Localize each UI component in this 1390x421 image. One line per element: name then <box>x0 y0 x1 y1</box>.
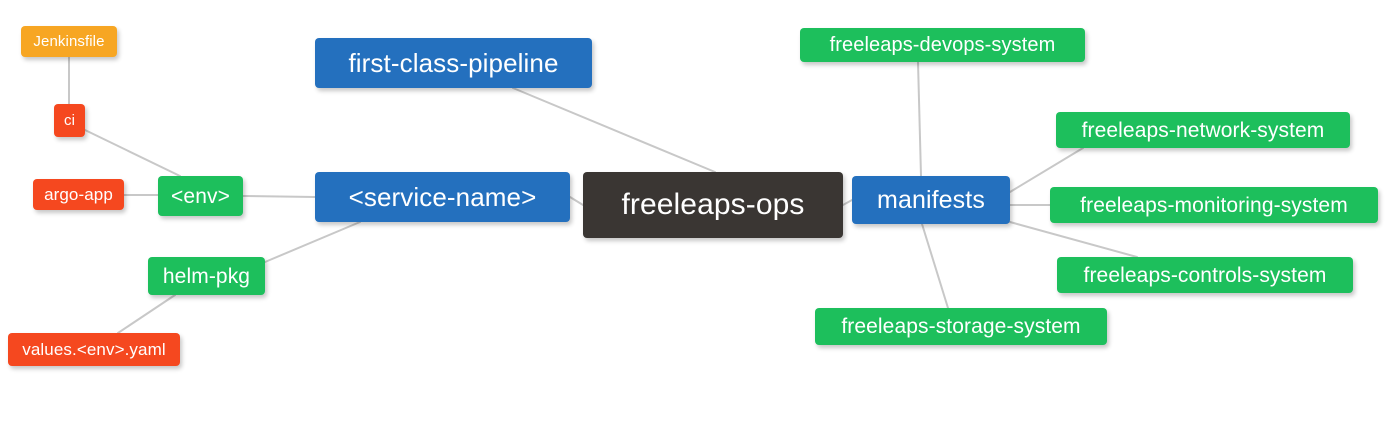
mindmap-node-first-class-pipeline[interactable]: first-class-pipeline <box>315 38 592 88</box>
mindmap-node-label: first-class-pipeline <box>348 48 559 78</box>
mindmap-node-values-env-yaml[interactable]: values.<env>.yaml <box>8 333 180 366</box>
edge-service-name-to-helm-pkg <box>264 221 361 263</box>
mindmap-node-label: freeleaps-controls-system <box>1083 263 1327 287</box>
mindmap-node-label: manifests <box>877 185 985 214</box>
mindmap-node-env[interactable]: <env> <box>158 176 243 216</box>
edge-manifests-to-freeleaps-devops-system <box>917 61 922 177</box>
edge-manifests-to-freeleaps-storage-system <box>921 223 949 309</box>
edge-manifests-to-freeleaps-controls-system <box>1009 221 1138 258</box>
mindmap-node-label: <service-name> <box>348 182 537 212</box>
mindmap-node-label: ci <box>63 112 76 129</box>
mindmap-node-freeleaps-controls-system[interactable]: freeleaps-controls-system <box>1057 257 1353 293</box>
mindmap-node-manifests[interactable]: manifests <box>852 176 1010 224</box>
mindmap-node-label: freeleaps-ops <box>621 188 805 221</box>
mindmap-node-service-name[interactable]: <service-name> <box>315 172 570 222</box>
mindmap-node-ci[interactable]: ci <box>54 104 85 137</box>
edge-helm-pkg-to-values-env-yaml <box>117 294 176 334</box>
edge-service-name-to-env <box>242 195 316 198</box>
mindmap-node-freeleaps-monitoring-system[interactable]: freeleaps-monitoring-system <box>1050 187 1378 223</box>
edge-manifests-to-freeleaps-network-system <box>1009 147 1084 193</box>
mindmap-node-argo-app[interactable]: argo-app <box>33 179 124 210</box>
mindmap-node-label: <env> <box>171 184 230 208</box>
edge-freeleaps-ops-to-manifests <box>842 199 853 206</box>
mindmap-node-label: argo-app <box>44 185 113 204</box>
mindmap-node-label: freeleaps-devops-system <box>829 34 1056 56</box>
mindmap-node-label: freeleaps-network-system <box>1081 118 1325 142</box>
edge-freeleaps-ops-to-first-class-pipeline <box>512 87 716 173</box>
mindmap-node-freeleaps-network-system[interactable]: freeleaps-network-system <box>1056 112 1350 148</box>
mindmap-node-label: freeleaps-storage-system <box>841 315 1081 338</box>
mindmap-node-label: Jenkinsfile <box>33 33 105 50</box>
edge-env-to-ci <box>84 129 181 177</box>
mindmap-node-label: values.<env>.yaml <box>22 340 166 359</box>
mindmap-node-jenkinsfile[interactable]: Jenkinsfile <box>21 26 117 57</box>
mindmap-node-label: helm-pkg <box>162 264 251 288</box>
edge-freeleaps-ops-to-service-name <box>569 196 584 206</box>
mindmap-node-helm-pkg[interactable]: helm-pkg <box>148 257 265 295</box>
mindmap-node-label: freeleaps-monitoring-system <box>1080 193 1348 217</box>
mindmap-node-freeleaps-ops[interactable]: freeleaps-ops <box>583 172 843 238</box>
mindmap-node-freeleaps-devops-system[interactable]: freeleaps-devops-system <box>800 28 1085 62</box>
mindmap-node-freeleaps-storage-system[interactable]: freeleaps-storage-system <box>815 308 1107 345</box>
